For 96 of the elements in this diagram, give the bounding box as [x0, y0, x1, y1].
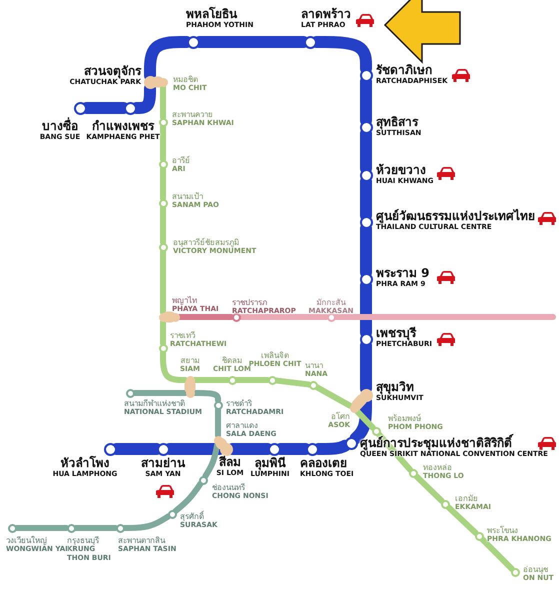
station-name: สามย่าน — [141, 457, 185, 470]
station-name: เพชรบุรี — [376, 327, 416, 340]
station-circle — [372, 426, 380, 436]
station-name: สุขุมวิท — [376, 381, 414, 394]
station-name: หมอชิต — [173, 75, 198, 84]
station-circle — [126, 388, 134, 398]
station-name: หัวลำโพง — [60, 457, 110, 470]
rail-line — [160, 204, 166, 246]
rail-line — [160, 124, 166, 162]
interchange-link — [352, 394, 368, 410]
station-name: สุรศักดิ์ — [180, 512, 204, 521]
station-circle — [308, 380, 318, 390]
station-name: อารีย์ — [172, 156, 190, 165]
rail-line — [192, 377, 230, 383]
station-name: กรุงธนบุรี — [67, 536, 99, 545]
rail-line — [215, 406, 221, 438]
station-name: ราชดำริ — [226, 399, 252, 408]
station-name: สนามกีฬาแห่งชาติ — [124, 399, 185, 408]
station-name: ศาลาแดง — [226, 421, 258, 430]
station-name: ศูนย์วัฒนธรรมแห่งประเทศไทย — [376, 210, 535, 223]
station-circle — [74, 102, 86, 114]
rail-line — [202, 441, 220, 480]
station-circle — [474, 532, 484, 540]
station-name: สะพานตากสิน — [118, 536, 165, 545]
station-name: รัชดาภิเษก — [376, 64, 432, 77]
station-circle — [158, 198, 168, 208]
interchange-link — [184, 379, 196, 394]
station-circle — [158, 118, 168, 126]
station-circle — [158, 344, 168, 352]
station-circle — [158, 312, 168, 322]
rail-line — [132, 390, 188, 396]
rail-line — [160, 84, 166, 120]
rail-line — [445, 504, 479, 536]
station-name: สีลม — [219, 456, 241, 469]
station-circle — [66, 524, 76, 532]
station-circle — [8, 524, 16, 532]
rail-line — [176, 314, 234, 320]
station-circle — [268, 376, 276, 384]
rail-line — [172, 480, 204, 514]
rail-line — [160, 248, 166, 316]
rail-line — [314, 384, 354, 409]
station-circle — [326, 312, 336, 322]
station-circle — [158, 242, 168, 252]
station-name: สนามเป้า — [172, 192, 203, 201]
station-name: ลุมพินี — [254, 457, 286, 470]
station-name: สวนจตุจักร — [84, 65, 141, 78]
rail-line — [332, 314, 556, 320]
station-name: อนุสาวรีย์ชัยสมรภูมิ — [173, 238, 239, 247]
station-name: วงเวียนใหญ่ — [6, 536, 47, 545]
rail-line — [72, 525, 118, 531]
rail-line — [192, 390, 221, 404]
station-name: ชิดลม — [222, 356, 242, 365]
station-name: มักกะสัน — [316, 298, 346, 307]
rail-line — [14, 525, 70, 531]
rail-line — [479, 536, 515, 572]
rail-line — [122, 513, 172, 531]
station-name: สะพานควาย — [172, 110, 213, 119]
rail-line — [160, 166, 166, 202]
station-circle — [232, 312, 240, 322]
rail-line — [160, 318, 166, 346]
station-name: ห้วยขวาง — [376, 164, 426, 177]
station-name: นานา — [305, 361, 323, 370]
rail-line — [160, 350, 188, 383]
station-name: พญาไท — [172, 296, 197, 305]
station-circle — [228, 376, 236, 384]
station-name: เพลินจิต — [261, 351, 289, 360]
station-name: กำแพงเพชร — [92, 120, 154, 133]
station-circle — [440, 500, 450, 508]
station-name: สุทธิสาร — [376, 116, 418, 129]
station-name: เอกมัย — [455, 494, 478, 503]
station-name: อ่อนนุช — [523, 565, 548, 574]
station-name: พร้อมพงษ์ — [388, 414, 421, 423]
station-name: ราชปรารภ — [232, 298, 267, 307]
station-name: คลองเตย — [300, 457, 347, 470]
station-name: ลาดพร้าว — [301, 8, 351, 21]
rail-line — [234, 377, 270, 383]
rail-line — [413, 473, 445, 504]
station-circle — [158, 160, 168, 168]
station-circle — [214, 400, 222, 410]
station-circle — [510, 568, 520, 576]
station-name: อโศก — [331, 412, 350, 421]
rail-line — [354, 408, 376, 431]
station-name: พระโขนง — [487, 526, 518, 535]
station-circle — [214, 436, 222, 444]
station-name: ช่องนนทรี — [212, 483, 245, 492]
station-name: สยาม — [180, 356, 200, 365]
station-circle — [104, 442, 116, 456]
interchange-link — [216, 438, 228, 450]
station-name: ราชเทวี — [170, 331, 195, 340]
station-name: พระราม 9 — [376, 267, 430, 280]
station-name: พหลโยธิน — [186, 8, 237, 21]
interchange-link — [162, 312, 176, 322]
station-circle — [116, 524, 124, 532]
station-circle — [186, 376, 194, 384]
rail-line — [238, 314, 330, 320]
station-name: ทองหล่อ — [423, 463, 452, 472]
